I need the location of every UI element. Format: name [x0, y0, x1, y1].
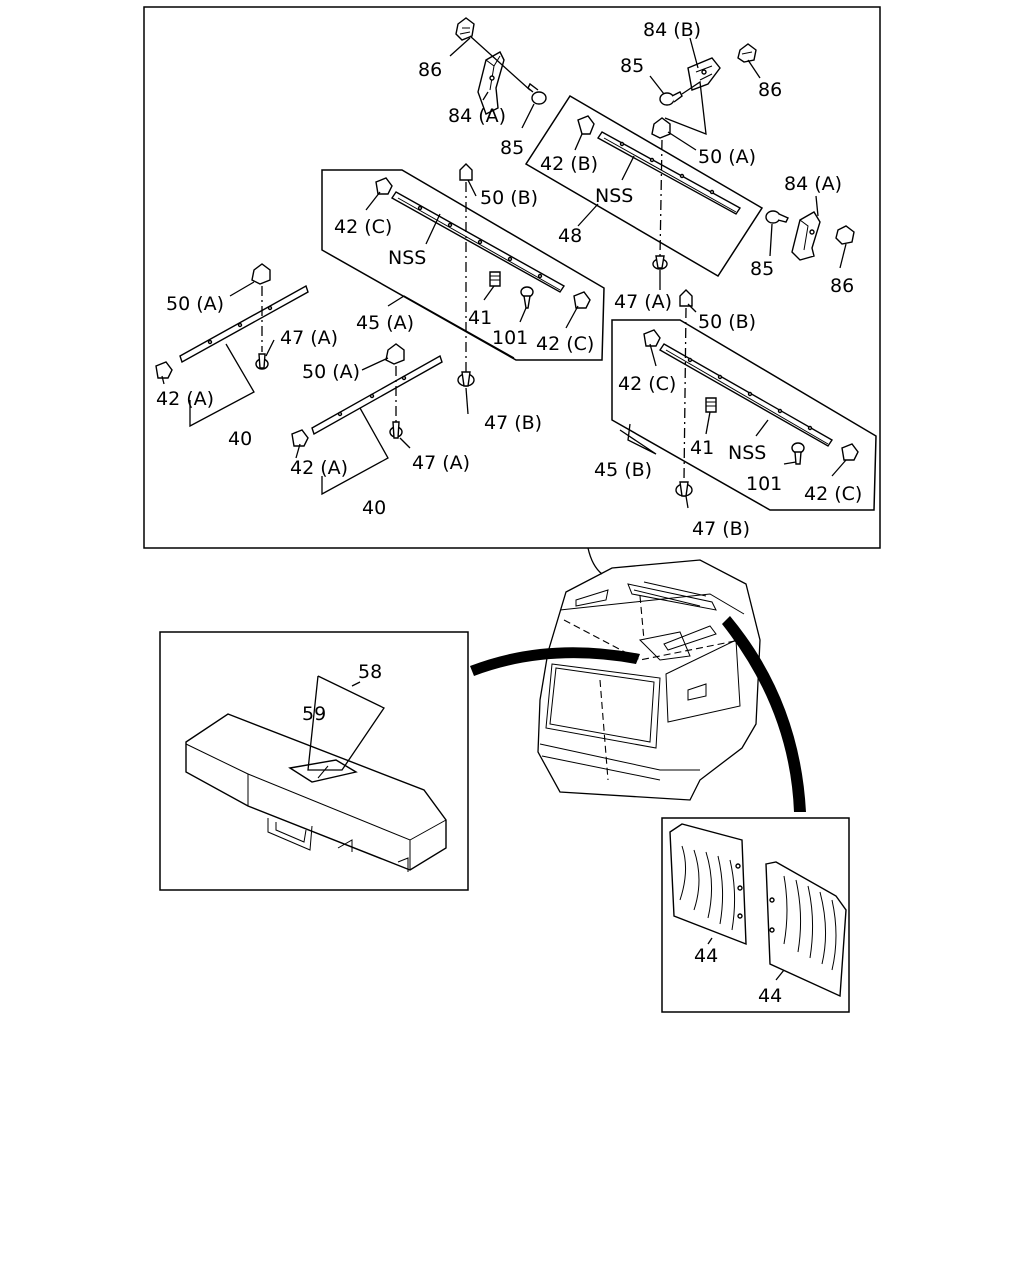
label-85-right: 85	[750, 258, 774, 280]
label-47a-left: 47 (A)	[280, 327, 338, 349]
label-48: 48	[558, 225, 582, 247]
clip-42c-c	[643, 329, 661, 347]
vehicle-rear-illustration	[537, 559, 761, 801]
label-42c-d: 42 (C)	[804, 483, 862, 505]
tray-detail-frame	[159, 631, 469, 891]
label-nss-45a: NSS	[388, 247, 426, 269]
region-45b	[611, 319, 877, 511]
region-45a	[321, 169, 605, 361]
label-86-top-right: 86	[758, 79, 782, 101]
label-50a-mid: 50 (A)	[302, 361, 360, 383]
label-84a-top: 84 (A)	[448, 105, 506, 127]
rail-45a	[390, 191, 566, 293]
rail-48	[596, 131, 742, 215]
label-50b-mid: 50 (B)	[480, 187, 538, 209]
label-85-top-right: 85	[620, 55, 644, 77]
clip-86-top-left	[455, 17, 475, 41]
label-50a-top: 50 (A)	[698, 146, 756, 168]
screw-85-top-left	[527, 82, 547, 105]
screw-85-top-right	[659, 91, 683, 106]
connector-top	[587, 547, 603, 575]
region-48	[524, 94, 764, 278]
label-101b: 101	[746, 473, 782, 495]
screw-101a	[520, 286, 534, 309]
screw-101b	[791, 442, 805, 465]
connector-left	[470, 647, 640, 676]
panel-44-left	[669, 823, 747, 946]
upper-detail-frame	[143, 6, 881, 549]
label-45a: 45 (A)	[356, 312, 414, 334]
label-45b: 45 (B)	[594, 459, 652, 481]
label-42c-c: 42 (C)	[618, 373, 676, 395]
clip-50a-left	[251, 263, 271, 285]
clip-86-top-right	[737, 43, 757, 63]
screw-41b	[705, 397, 717, 413]
screw-47a-right	[652, 255, 668, 270]
label-84a-right: 84 (A)	[784, 173, 842, 195]
clip-50a-top	[651, 117, 671, 139]
clip-50b-right	[679, 289, 693, 307]
label-nss-45b: NSS	[728, 442, 766, 464]
label-50a-left: 50 (A)	[166, 293, 224, 315]
clip-42c-b	[573, 291, 591, 309]
label-44-right: 44	[758, 985, 782, 1007]
panel-44-right	[765, 861, 847, 998]
label-47a-right: 47 (A)	[614, 291, 672, 313]
clip-42c-d	[841, 443, 859, 461]
label-42a-left: 42 (A)	[156, 388, 214, 410]
label-58: 58	[358, 661, 382, 683]
screw-47b-right	[675, 481, 693, 497]
label-41a: 41	[468, 307, 492, 329]
label-40-mid: 40	[362, 497, 386, 519]
label-85-top-left: 85	[500, 137, 524, 159]
clip-50a-mid	[385, 343, 405, 365]
clip-42c-a	[375, 177, 393, 195]
rail-40-mid	[311, 354, 443, 436]
clip-86-right	[835, 225, 855, 245]
label-47b-mid: 47 (B)	[484, 412, 542, 434]
clip-50b-mid	[459, 163, 473, 181]
label-42b: 42 (B)	[540, 153, 598, 175]
label-50b-right: 50 (B)	[698, 311, 756, 333]
label-86-top-left: 86	[418, 59, 442, 81]
screw-47a-mid	[389, 421, 403, 439]
label-44-left: 44	[694, 945, 718, 967]
bracket-84a-right	[791, 211, 821, 261]
label-41b: 41	[690, 437, 714, 459]
rail-45b	[659, 343, 833, 447]
label-nss-48: NSS	[595, 185, 633, 207]
label-42c-b: 42 (C)	[536, 333, 594, 355]
bracket-84b	[687, 57, 721, 91]
floor-tray-58	[185, 713, 447, 872]
label-42a-mid: 42 (A)	[290, 457, 348, 479]
label-101a: 101	[492, 327, 528, 349]
label-84b: 84 (B)	[643, 19, 701, 41]
rail-40-left	[179, 284, 309, 364]
screw-47a-left	[255, 353, 269, 370]
screw-47b-mid	[457, 371, 475, 387]
label-40-left: 40	[228, 428, 252, 450]
label-47b-right: 47 (B)	[692, 518, 750, 540]
label-59: 59	[302, 703, 326, 725]
clip-42b	[577, 115, 595, 135]
panel-detail-frame	[661, 817, 850, 1013]
label-86-right: 86	[830, 275, 854, 297]
connector-right	[722, 616, 806, 812]
screw-85-right	[765, 210, 789, 224]
pull-strap-59	[288, 759, 358, 783]
clip-42a-mid	[291, 429, 309, 447]
label-42c-a: 42 (C)	[334, 216, 392, 238]
clip-42a-left	[155, 361, 173, 379]
screw-41a	[489, 271, 501, 287]
label-47a-mid: 47 (A)	[412, 452, 470, 474]
